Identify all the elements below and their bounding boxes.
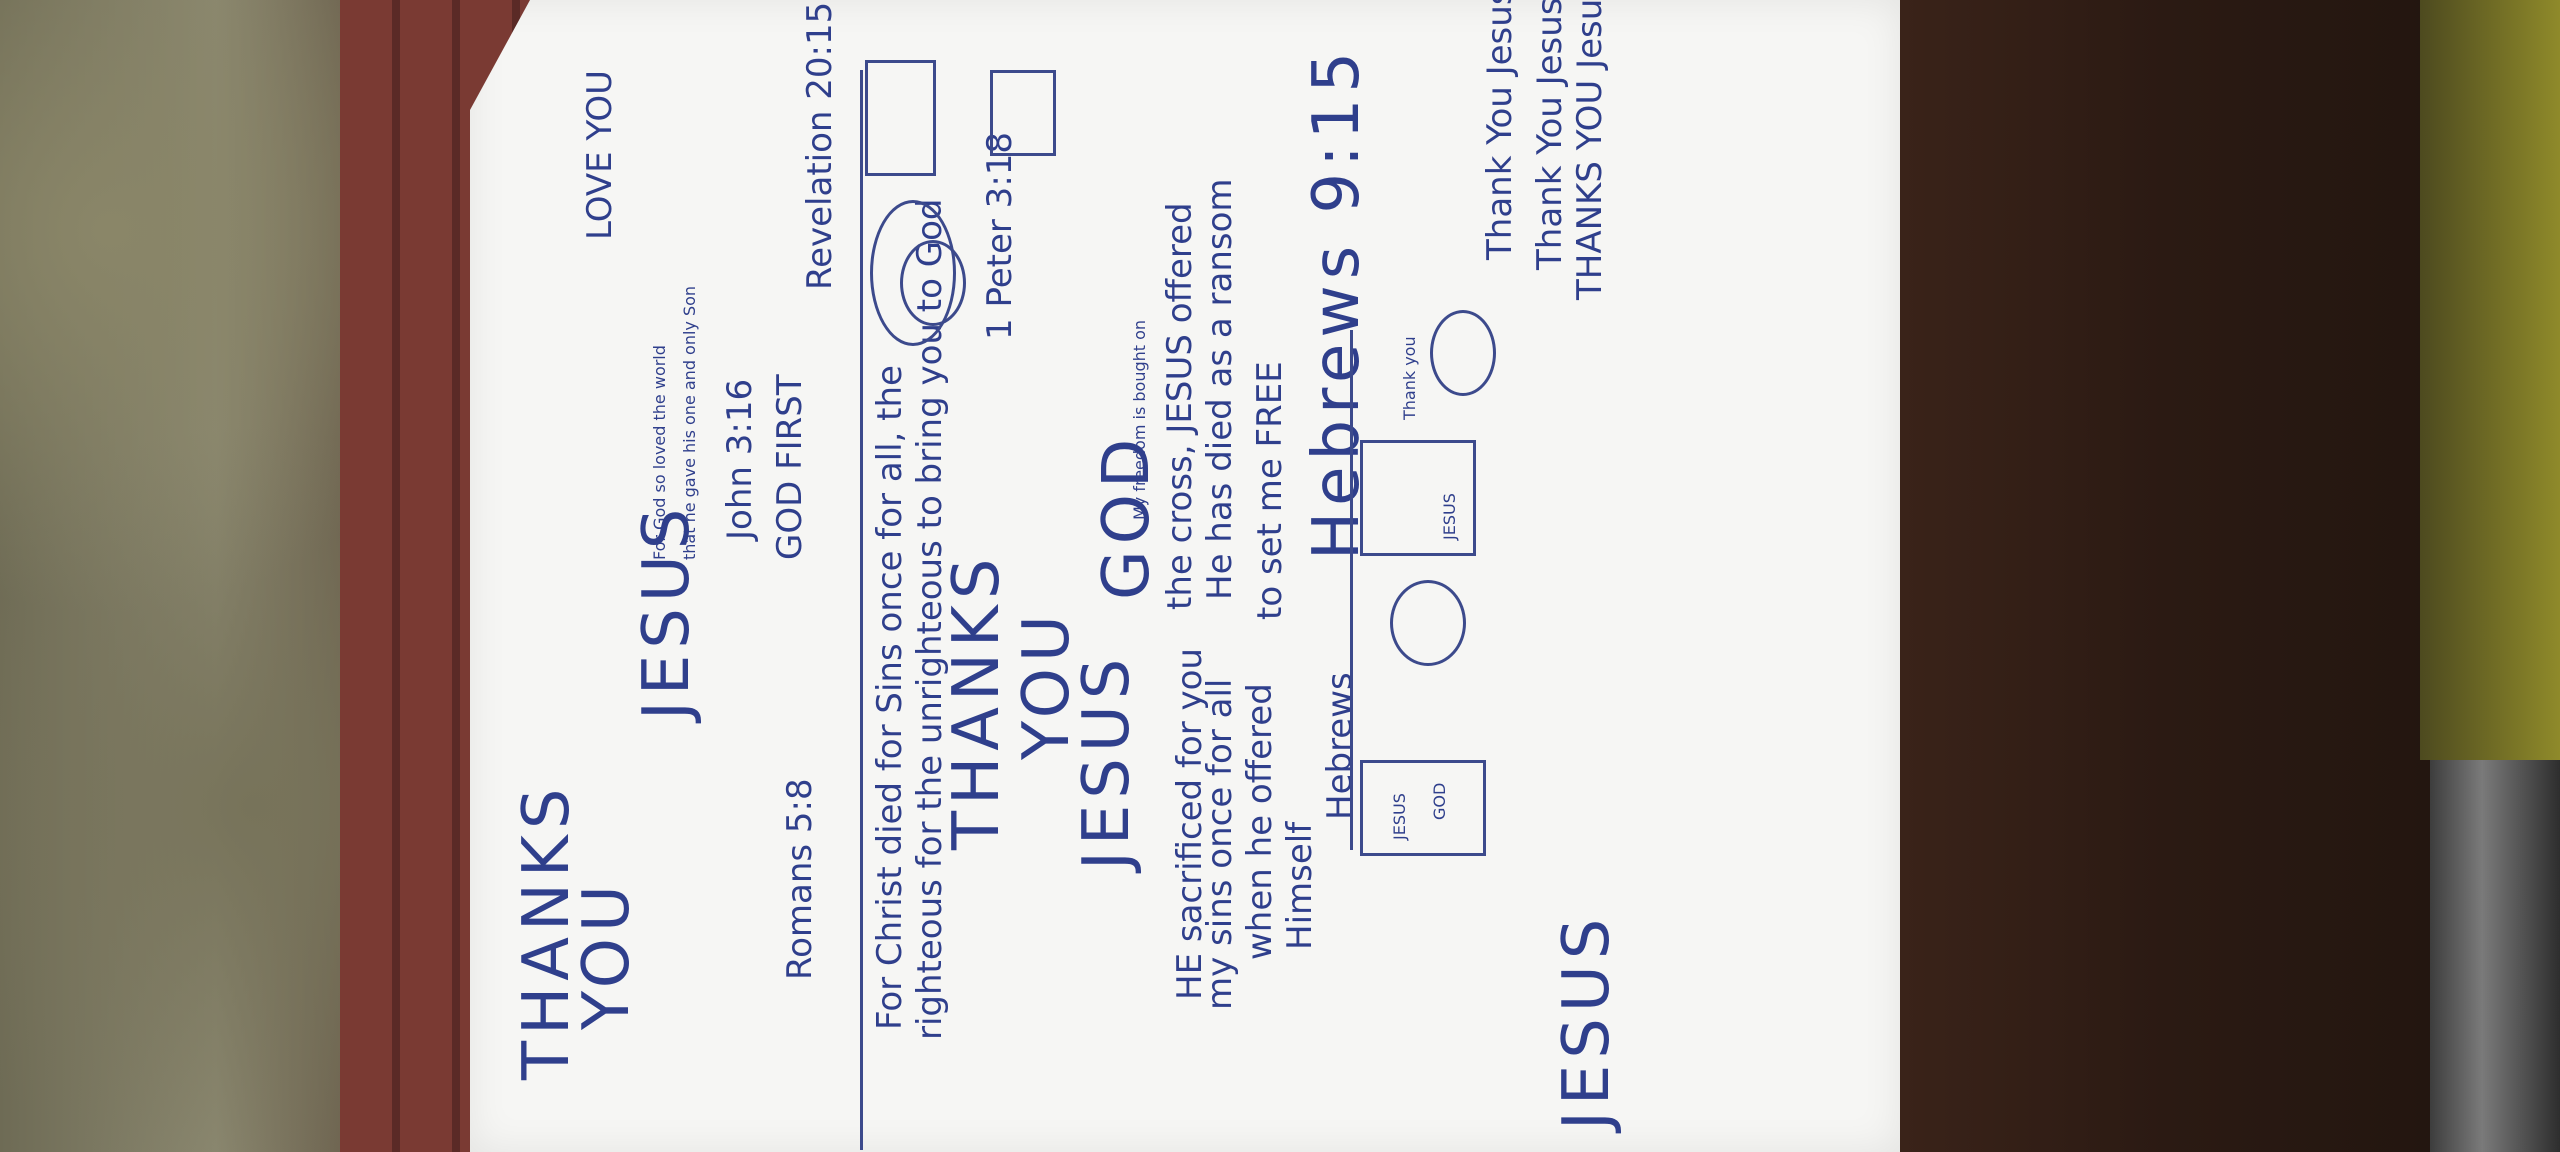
heading-thanks-2: THANKS xyxy=(940,552,1014,850)
stone-ground xyxy=(0,0,360,1152)
thank-you-oval xyxy=(900,240,966,326)
box-label-god: GOD xyxy=(1430,782,1449,820)
god-oval-bottom xyxy=(1430,310,1496,396)
metal-stand xyxy=(2430,760,2560,1152)
hebrews-line-1: My freedom is bought on xyxy=(1130,319,1149,520)
heading-jesus-2: JESUS xyxy=(1070,652,1144,870)
divider-top xyxy=(860,70,863,1150)
heading-love-you: LOVE YOU xyxy=(580,70,620,240)
heading-jesus-bottom: JESUS xyxy=(1550,912,1624,1130)
sacrifice-line-2: my sins once for all xyxy=(1200,678,1240,1010)
yellow-object xyxy=(2420,0,2560,760)
john-316-line-2: that he gave his one and only Son xyxy=(680,285,699,560)
letter-e-box xyxy=(865,60,936,176)
verse-hebrews: Hebrews xyxy=(1320,672,1360,820)
hebrews-line-2: the cross, JESUS offered xyxy=(1160,202,1200,610)
god-box-bottom-1 xyxy=(1360,760,1486,856)
hebrews-line-4: to set me FREE xyxy=(1250,361,1290,620)
box-label-jesus: JESUS xyxy=(1390,793,1409,840)
box-label-jesus-2: JESUS xyxy=(1440,493,1459,540)
sacrifice-line-3: when he offered xyxy=(1240,683,1280,960)
thank-you-jesus-2: Thank You Jesus xyxy=(1530,0,1570,270)
verse-revelation: Revelation 20:15 xyxy=(800,1,840,290)
jesus-oval-bottom xyxy=(1390,580,1466,666)
god-box-top xyxy=(990,70,1056,156)
poster-content: THANKS YOU JESUS LOVE YOU For God so lov… xyxy=(470,0,1900,1152)
verse-1-peter: 1 Peter 3:18 xyxy=(980,131,1020,340)
thanks-you-jesus-3: THANKS YOU Jesus xyxy=(1570,0,1610,300)
romans-line-1: For Christ died for Sins once for all, t… xyxy=(870,365,910,1030)
hebrews-line-3: He has died as a ransom xyxy=(1200,178,1240,600)
heading-you: YOU xyxy=(570,879,644,1030)
sacrifice-line-4: Himself xyxy=(1280,821,1320,950)
thank-you-jesus-1: Thank You Jesus xyxy=(1480,0,1520,260)
heading-god: GOD xyxy=(1090,432,1164,600)
god-box-bottom-2 xyxy=(1360,440,1476,556)
box-label-thank-you: Thank you xyxy=(1400,336,1419,420)
heading-god-first: GOD FIRST xyxy=(770,374,810,560)
john-316-line-1: For God so loved the world xyxy=(650,345,669,560)
poster-sheet xyxy=(470,0,1900,1152)
verse-romans-58: Romans 5:8 xyxy=(780,778,820,980)
divider-bottom xyxy=(1350,330,1353,850)
verse-john-316: John 3:16 xyxy=(720,378,760,540)
